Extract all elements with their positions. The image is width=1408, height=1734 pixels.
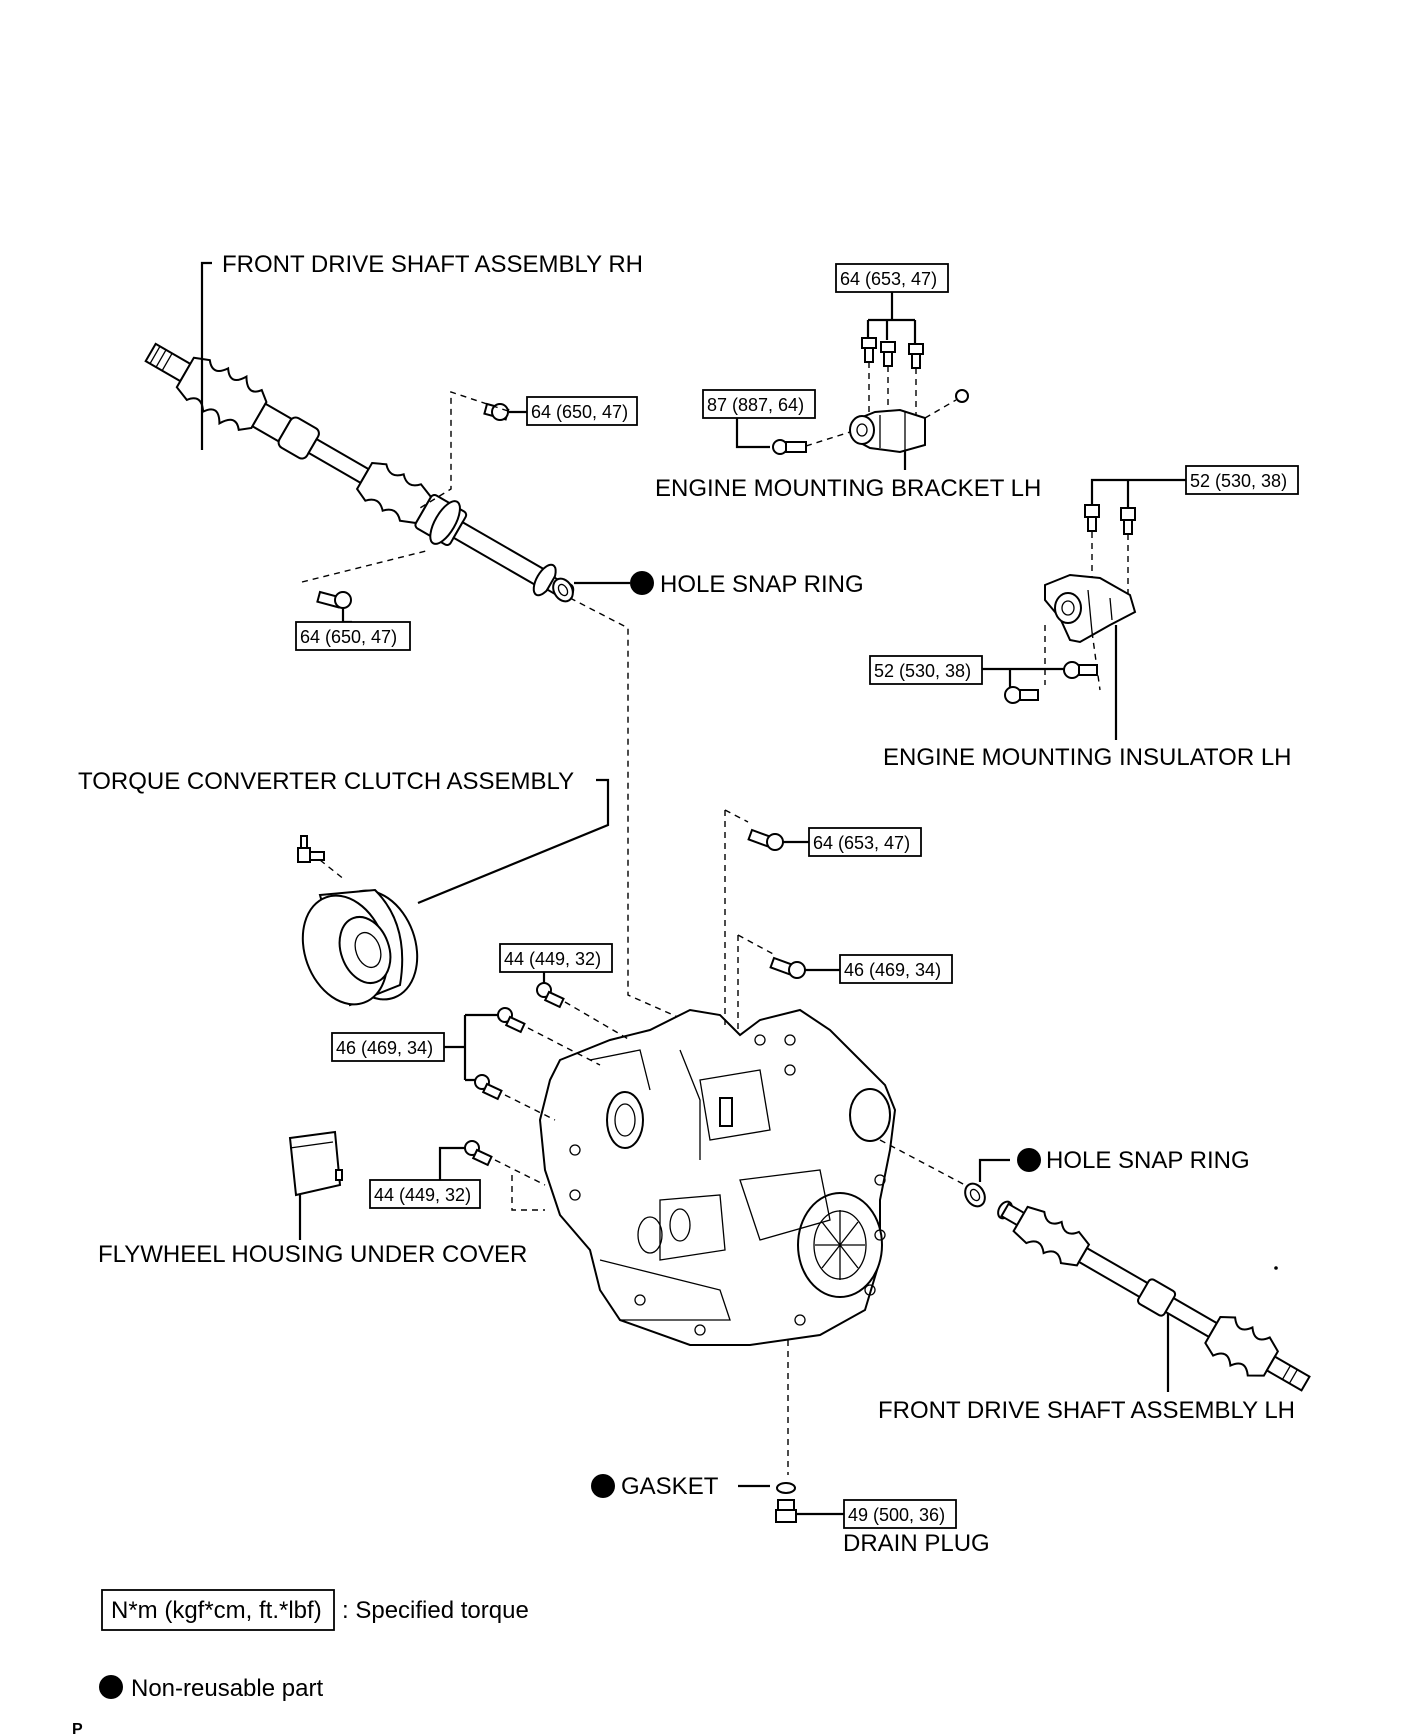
nonreusable-icon (591, 1474, 615, 1498)
svg-text:46 (469, 34): 46 (469, 34) (844, 960, 941, 980)
torque-box-trans-lower-left: 44 (449, 32) (369, 1179, 481, 1209)
insulator-side-bolts (1004, 661, 1098, 704)
label-engine-mounting-bracket-lh: ENGINE MOUNTING BRACKET LH (655, 475, 1041, 502)
torque-box-drain-plug: 49 (500, 36) (843, 1499, 957, 1529)
hole-snap-ring-lower-part (964, 1182, 986, 1208)
corner-mark: P (72, 1721, 83, 1734)
svg-text:52 (530, 38): 52 (530, 38) (874, 661, 971, 681)
svg-text:46 (469, 34): 46 (469, 34) (336, 1038, 433, 1058)
svg-text:64 (653, 47): 64 (653, 47) (840, 269, 937, 289)
svg-text:64 (653, 47): 64 (653, 47) (813, 833, 910, 853)
flywheel-cover-part (288, 1130, 343, 1197)
insulator-top-bolts (1084, 504, 1136, 535)
torque-box-rh-lower: 64 (650, 47) (295, 621, 411, 651)
svg-text:44 (449, 32): 44 (449, 32) (504, 949, 601, 969)
legend-nonreusable: Non-reusable part (99, 1675, 323, 1702)
hole-snap-ring-upper-part (552, 577, 574, 603)
torque-box-bracket-side: 87 (887, 64) (702, 389, 816, 419)
svg-text:52 (530, 38): 52 (530, 38) (1190, 471, 1287, 491)
stray-dot (1274, 1266, 1278, 1270)
nonreusable-icon (630, 571, 654, 595)
torque-box-bracket-top: 64 (653, 47) (835, 263, 949, 293)
bolt-rh-lower (316, 590, 352, 609)
engine-mounting-bracket-part (849, 389, 969, 454)
torque-box-trans-right: 46 (469, 34) (839, 954, 953, 984)
label-front-drive-shaft-rh: FRONT DRIVE SHAFT ASSEMBLY RH (222, 251, 643, 278)
front-drive-shaft-rh (144, 342, 575, 609)
svg-text:64 (650, 47): 64 (650, 47) (531, 402, 628, 422)
bracket-top-bolts (861, 337, 924, 369)
front-drive-shaft-lh (997, 1200, 1311, 1392)
label-flywheel-housing-under-cover: FLYWHEEL HOUSING UNDER COVER (98, 1241, 527, 1268)
trans-right-bolt (769, 956, 806, 979)
label-hole-snap-ring-lower: HOLE SNAP RING (1046, 1147, 1250, 1174)
torque-box-trans-left: 46 (469, 34) (331, 1032, 445, 1062)
bracket-side-bolt (772, 439, 807, 455)
svg-text:64 (650, 47): 64 (650, 47) (300, 627, 397, 647)
legend-nonreusable-desc: Non-reusable part (131, 1675, 323, 1702)
label-hole-snap-ring-upper: HOLE SNAP RING (660, 571, 864, 598)
nonreusable-icon (1017, 1148, 1041, 1172)
transaxle-case-part (538, 1008, 897, 1346)
trans-top-left-bolt (536, 982, 565, 1009)
torque-box-insulator-side: 52 (530, 38) (869, 655, 983, 685)
torque-box-trans-top-left: 44 (449, 32) (499, 943, 613, 973)
label-drain-plug: DRAIN PLUG (843, 1530, 990, 1557)
label-engine-mounting-insulator-lh: ENGINE MOUNTING INSULATOR LH (883, 744, 1292, 771)
legend-torque-desc: : Specified torque (342, 1597, 529, 1624)
label-front-drive-shaft-lh: FRONT DRIVE SHAFT ASSEMBLY LH (878, 1397, 1295, 1424)
legend-torque-unit: N*m (kgf*cm, ft.*lbf) (111, 1597, 322, 1624)
torque-box-rh-upper: 64 (650, 47) (526, 396, 638, 426)
svg-text:44 (449, 32): 44 (449, 32) (374, 1185, 471, 1205)
nonreusable-icon (99, 1675, 123, 1699)
gasket-part (776, 1482, 796, 1494)
engine-mounting-insulator-part (1044, 573, 1137, 644)
trans-lower-left-bolt (464, 1140, 493, 1167)
converter-bolt (297, 835, 325, 863)
trans-upper-bolt (747, 828, 784, 851)
label-gasket: GASKET (621, 1473, 719, 1500)
trans-left-bolts (474, 1007, 526, 1101)
label-torque-converter-clutch: TORQUE CONVERTER CLUTCH ASSEMBLY (78, 768, 574, 795)
svg-text:49 (500, 36): 49 (500, 36) (848, 1505, 945, 1525)
drain-plug-part (775, 1499, 797, 1523)
torque-box-trans-upper: 64 (653, 47) (808, 827, 922, 857)
torque-converter-part (301, 888, 419, 1007)
svg-text:87 (887, 64): 87 (887, 64) (707, 395, 804, 415)
torque-box-insulator-top: 52 (530, 38) (1185, 465, 1299, 495)
legend-torque: N*m (kgf*cm, ft.*lbf) : Specified torque (101, 1589, 529, 1631)
